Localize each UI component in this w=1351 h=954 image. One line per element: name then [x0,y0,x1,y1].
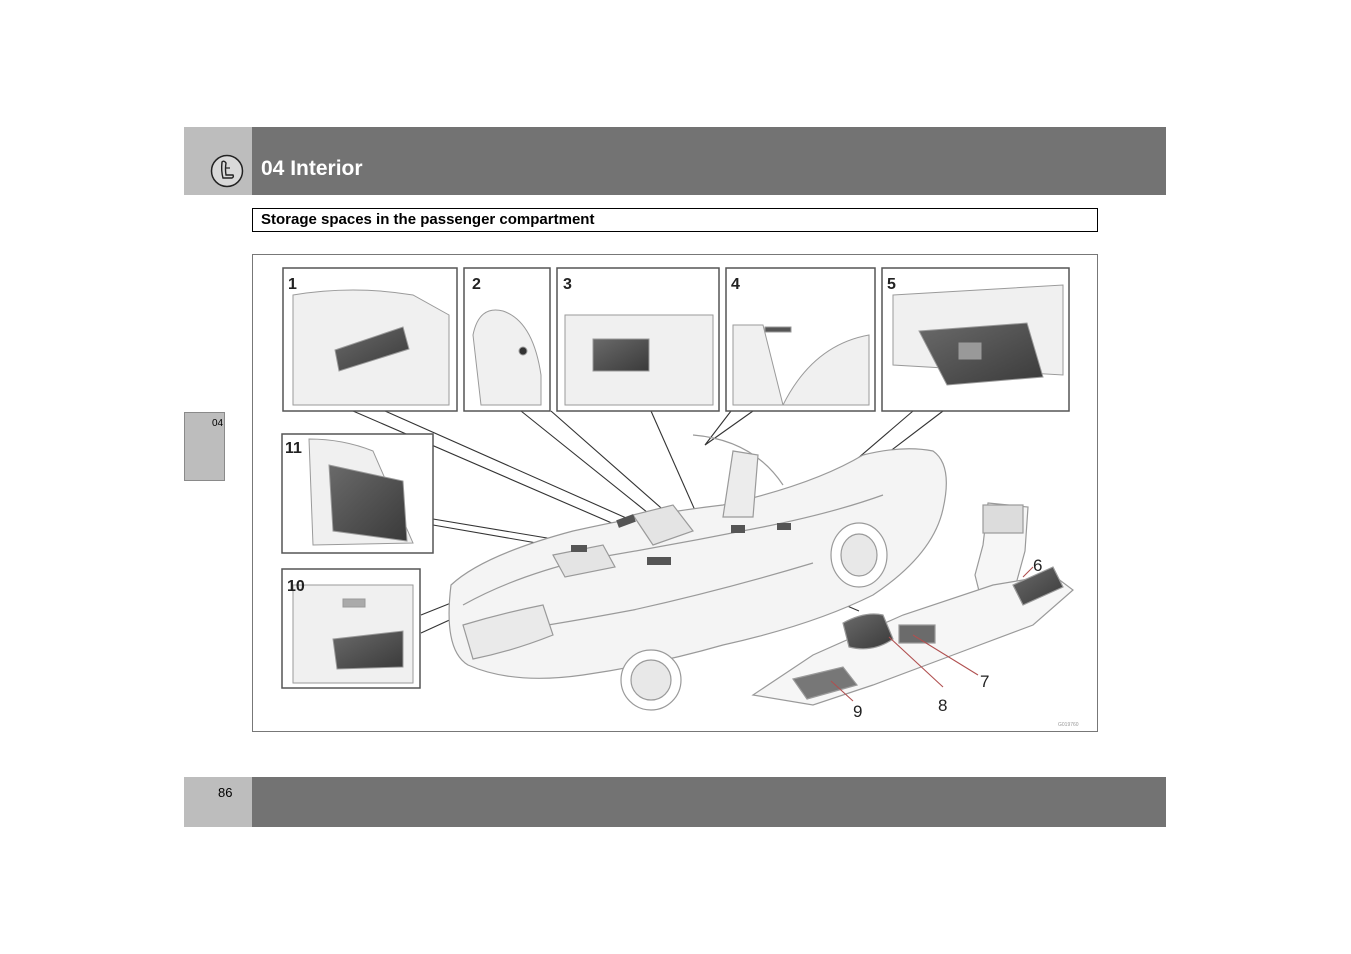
chapter-title: 04 Interior [261,157,363,180]
chapter-header-band [184,127,1166,195]
section-heading-box: Storage spaces in the passenger compartm… [252,208,1098,232]
footer-tab [184,777,252,827]
inset-drawings [292,284,1064,684]
inset-label-5: 5 [887,276,896,293]
callout-7: 7 [980,672,989,691]
car-body [448,434,947,711]
inset-label-3: 3 [563,276,572,293]
section-title: Storage spaces in the passenger compartm… [261,211,595,228]
center-console [751,502,1074,706]
chapter-side-tab: 04 [184,412,225,481]
car-storage-marks [571,514,791,565]
inset-label-1: 1 [288,276,297,293]
inset-label-2: 2 [472,276,481,293]
console-callout-lines [830,566,1034,702]
inset-label-4: 4 [731,276,740,293]
inset-label-10: 10 [287,578,305,595]
seat-icon [210,154,244,188]
figure-code: G019760 [1058,722,1079,728]
callout-8: 8 [938,696,947,715]
callout-6: 6 [1033,556,1042,575]
storage-illustration: 1 2 3 4 5 11 10 6 7 8 9 G019760 [252,254,1098,732]
page-number: 86 [218,785,233,800]
callout-9: 9 [853,702,862,721]
inset-label-11: 11 [285,440,302,457]
footer-band [184,777,1166,827]
side-tab-label: 04 [212,418,224,429]
